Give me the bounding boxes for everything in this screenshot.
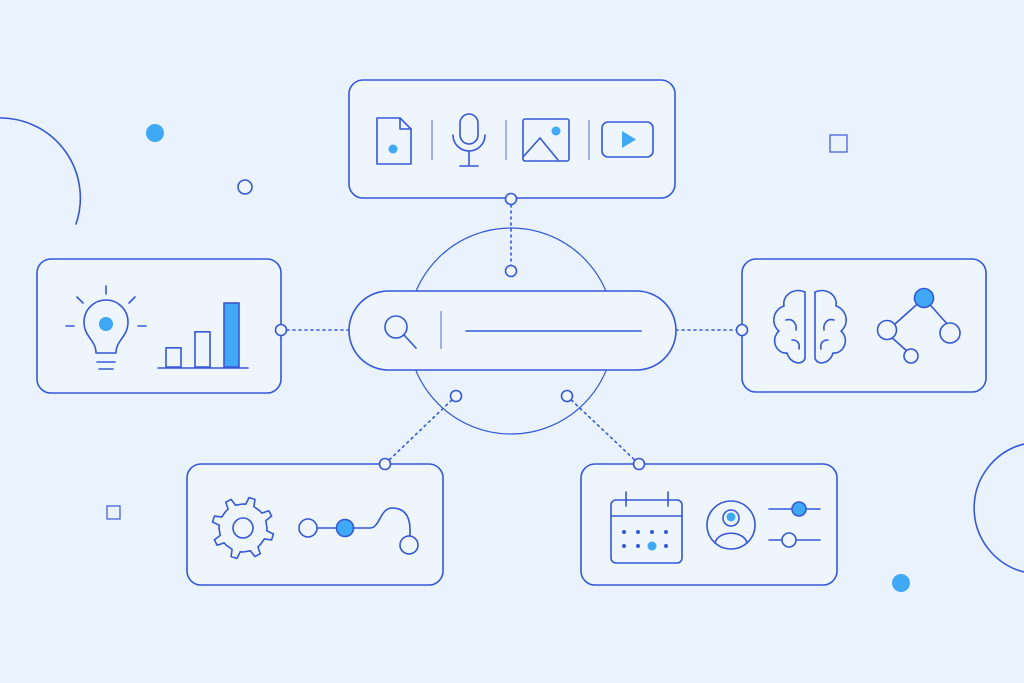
connector-node-top-inner [504, 264, 518, 278]
bar-chart-bar [194, 330, 211, 368]
calendar-selected-day [647, 541, 657, 551]
node-graph-icon [876, 287, 961, 364]
calendar-day [650, 530, 654, 534]
bar-chart-icon [157, 302, 249, 369]
image-icon [522, 118, 570, 162]
search-bar[interactable] [348, 290, 677, 371]
connector-node-hub-right [560, 389, 574, 403]
connector-node-bottom-left [378, 457, 392, 471]
small-square-top-right [829, 134, 848, 153]
connector-node-hub-left [449, 389, 463, 403]
brain-icon [773, 289, 847, 364]
insights-box [36, 258, 288, 394]
workflow-path-icon [298, 507, 419, 555]
ai-box [735, 258, 987, 393]
connector-bottom-right [566, 395, 640, 465]
video-play-icon [601, 121, 654, 158]
calendar-day [636, 530, 640, 534]
user-profile-icon [706, 500, 756, 550]
accent-dot-bottom-right [892, 574, 910, 592]
gear-hole [232, 517, 254, 539]
connector-node-top [504, 192, 518, 206]
bar-chart-bar [223, 302, 240, 368]
connector-node-bottom-right [632, 457, 646, 471]
calendar-day [664, 544, 668, 548]
calendar-day [622, 544, 626, 548]
gear-icon [211, 496, 275, 560]
gear-outline [211, 496, 275, 560]
connector-node-left [274, 323, 288, 337]
bar-chart-bar [165, 346, 182, 368]
decorative-arc-left [0, 117, 82, 225]
decorative-arc-right [973, 443, 1024, 573]
microphone-icon [452, 113, 486, 167]
document-icon [376, 117, 412, 165]
planning-box [580, 457, 838, 586]
sliders-icon [768, 501, 821, 548]
calendar-day [664, 530, 668, 534]
calendar-day [636, 544, 640, 548]
calendar-day [622, 530, 626, 534]
connector-node-right [735, 323, 749, 337]
search-icon[interactable] [384, 315, 417, 349]
automation-box [186, 457, 444, 586]
small-square-bottom-left [106, 505, 121, 520]
media-box [348, 79, 676, 199]
lightbulb-icon [65, 285, 147, 370]
connector-bottom-left [384, 395, 457, 465]
accent-dot-top-left [146, 124, 164, 142]
small-circle-left [237, 179, 253, 195]
calendar-icon [610, 491, 683, 564]
